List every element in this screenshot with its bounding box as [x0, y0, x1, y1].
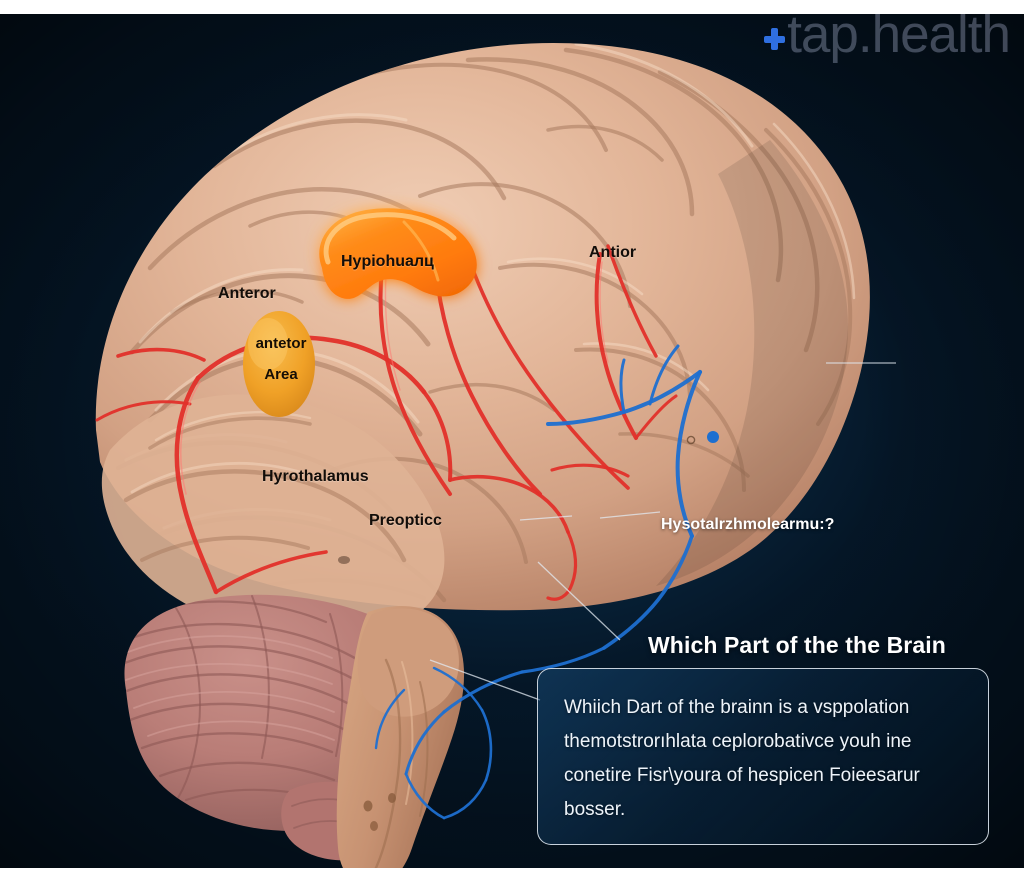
callout-body-line: conetire Fisr\youra of hespicen Foieesar…: [564, 765, 920, 786]
label-preopticc: Preopticc: [369, 512, 442, 529]
callout-body-line: themotstrorıhlata ceplorobativce youh in…: [564, 731, 912, 752]
top-margin-strip: [0, 0, 1024, 14]
label-hypothalamus-highlight: Hypiohuaлц: [341, 253, 434, 270]
bottom-margin-strip: [0, 868, 1024, 896]
callout-body: Whiich Dart of the brainn is a vsppolati…: [564, 691, 962, 827]
callout-body-line: Whiich Dart of the brainn is a vsppolati…: [564, 697, 910, 718]
watermark-text: tap.health: [787, 5, 1011, 64]
watermark: tap.health: [763, 5, 1011, 65]
label-hyrothalamus: Hyrothalamus: [262, 468, 369, 485]
ellipse-label-line1: antetor: [255, 335, 307, 352]
callout-box: Whiich Dart of the brainn is a vsppolati…: [537, 668, 989, 845]
label-hysotal: Hysotalrzhmolearmu:?: [661, 516, 835, 533]
callout-title: Which Part of the the Brain: [648, 632, 946, 658]
label-anteror: Anteror: [218, 285, 276, 302]
plus-icon: [763, 27, 786, 50]
ellipse-label-line2: Area: [264, 366, 298, 383]
callout-body-line: bosser.: [564, 799, 626, 820]
label-antior: Antior: [589, 244, 637, 261]
